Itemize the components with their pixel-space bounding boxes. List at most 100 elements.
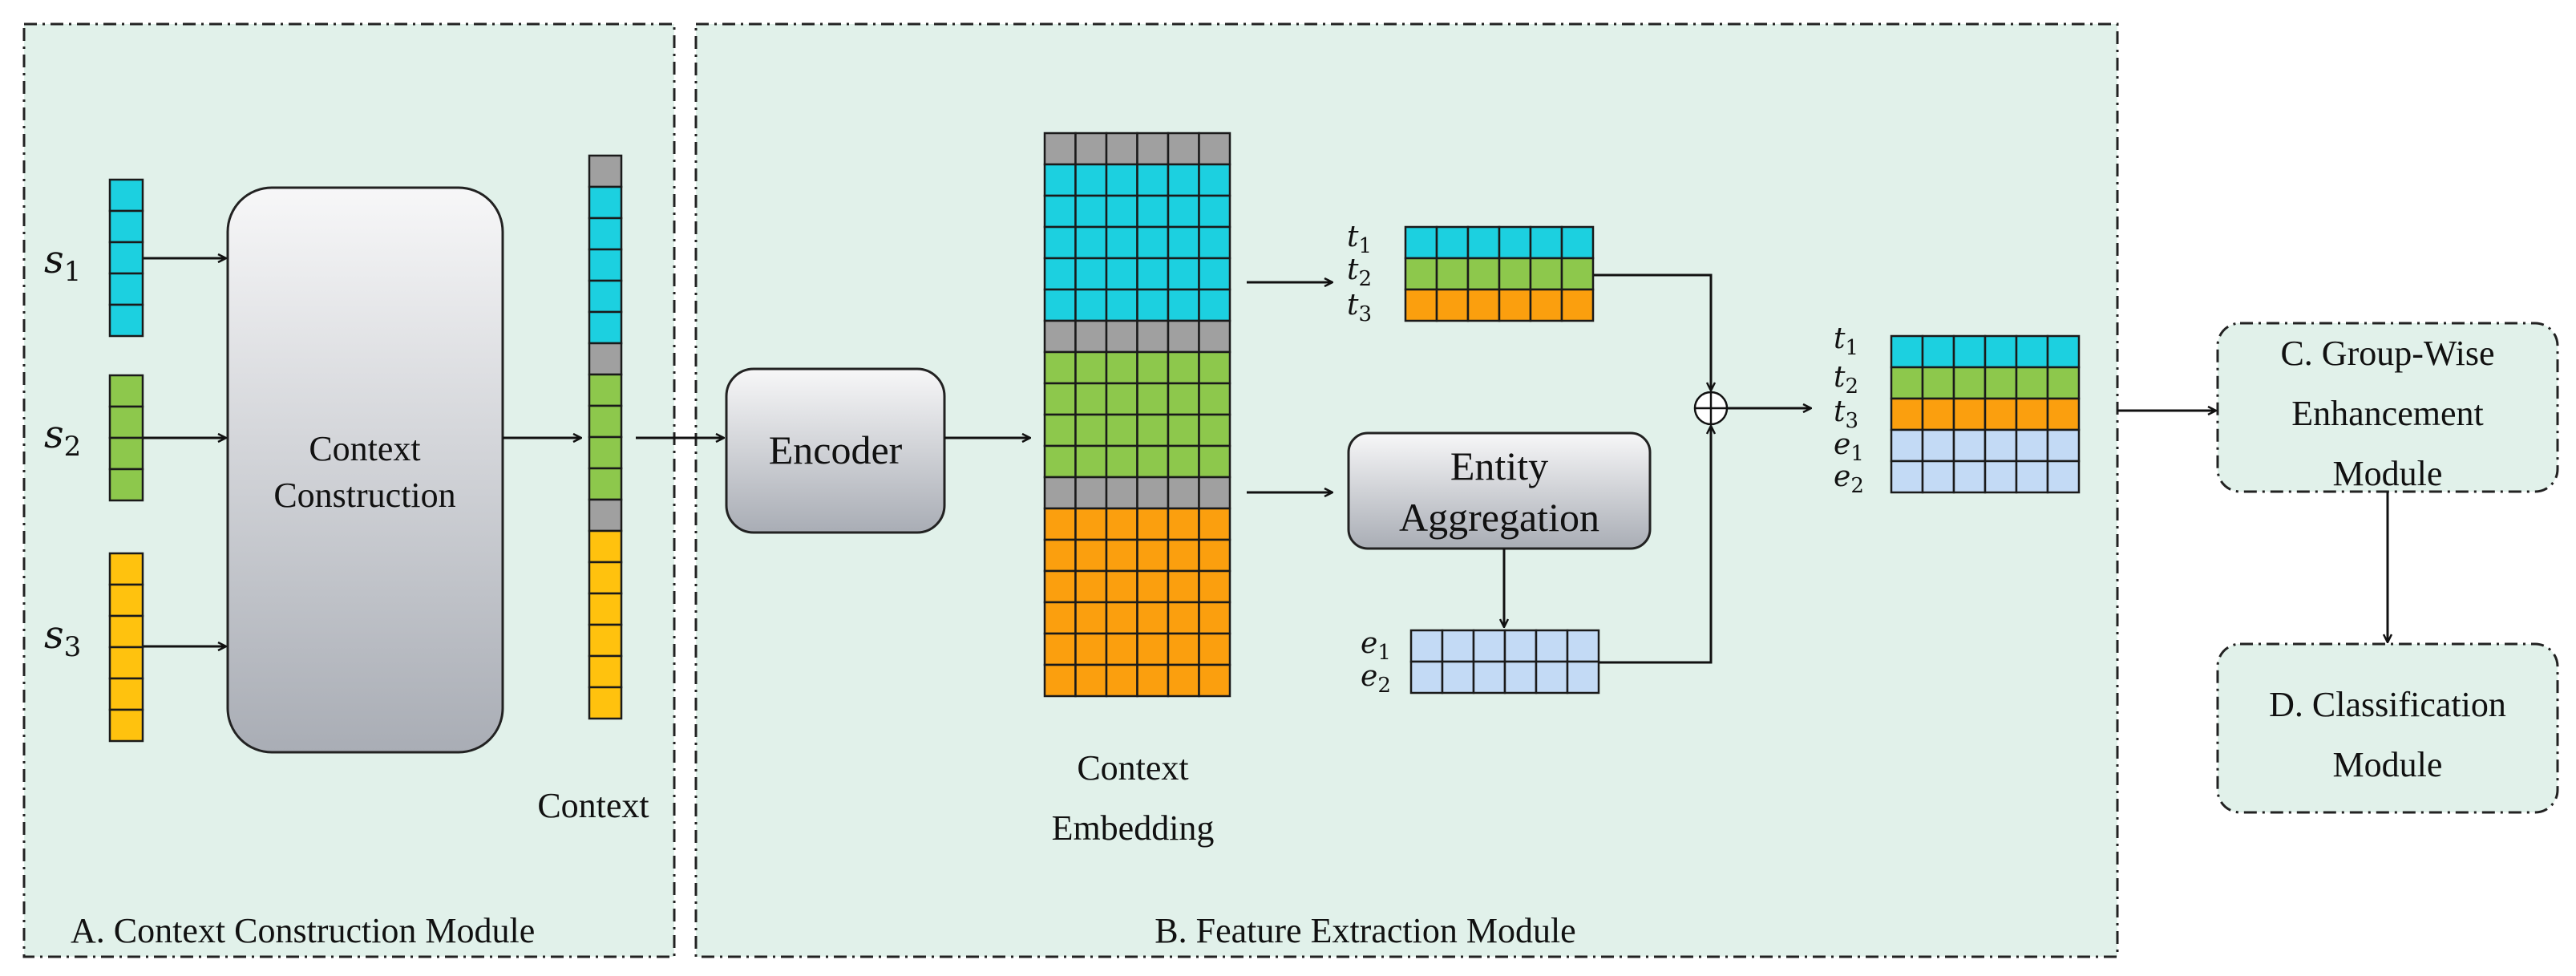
module-b-outline	[694, 22, 2119, 958]
entity-representations-cell	[1503, 660, 1538, 695]
svg-text:e1: e1	[1361, 627, 1391, 665]
context-embedding-matrix-cell	[1198, 288, 1231, 322]
combined-features	[1890, 334, 2081, 494]
entity-representations-cell	[1535, 629, 1569, 663]
context-embedding-matrix-cell	[1105, 476, 1138, 510]
symbol-e2-mid: e2	[1361, 660, 1391, 698]
context-embedding-matrix-cell	[1105, 538, 1138, 573]
context-embedding-matrix-cell	[1105, 632, 1138, 666]
combined-features-cell	[2015, 397, 2049, 431]
arrow-tokens-to-add	[1593, 273, 1711, 391]
context-embedding-matrix-cell	[1136, 538, 1170, 573]
context-tokens-cell	[588, 498, 623, 533]
svg-text:e1: e1	[1834, 428, 1864, 466]
token-representations-cell	[1404, 288, 1438, 322]
context-embedding-matrix-cell	[1074, 132, 1108, 166]
symbol-s2: s2	[44, 412, 81, 463]
context-embedding-matrix-cell	[1136, 476, 1170, 510]
context-embedding-matrix-cell	[1136, 194, 1170, 229]
sentence-s2-tokens-cell	[108, 405, 144, 439]
entity-representations-cell	[1566, 629, 1600, 663]
context-embedding-matrix-cell	[1136, 350, 1170, 385]
context-embedding-matrix-cell	[1043, 194, 1077, 229]
token-representations-cell	[1529, 288, 1563, 322]
sentence-s1-tokens	[108, 178, 144, 338]
context-embedding-matrix-cell	[1198, 663, 1231, 698]
token-representations-cell	[1529, 257, 1563, 291]
context-embedding-matrix-cell	[1074, 601, 1108, 635]
token-representations-cell	[1435, 257, 1470, 291]
sentence-s3-tokens-cell	[108, 614, 144, 649]
context-embedding-matrix-cell	[1043, 163, 1077, 197]
combined-features-cell	[2046, 428, 2081, 463]
context-embedding-matrix-cell	[1105, 163, 1138, 197]
context-embedding-matrix-cell	[1136, 163, 1170, 197]
context-tokens-cell	[588, 435, 623, 470]
token-representations-cell	[1404, 225, 1438, 260]
context-embedding-matrix-cell	[1167, 257, 1200, 291]
context-embedding-matrix-cell	[1043, 538, 1077, 573]
context-embedding-label-line1: Context	[1077, 748, 1188, 788]
token-representations-cell	[1435, 288, 1470, 322]
combined-features-cell	[2015, 334, 2049, 369]
entity-aggregation-node: Entity Aggregation	[1347, 431, 1652, 550]
module-c-label-line2: Enhancement	[2291, 394, 2483, 433]
entity-representations-cell	[1503, 629, 1538, 663]
context-embedding-matrix-cell	[1167, 538, 1200, 573]
token-representations-cell	[1529, 225, 1563, 260]
symbol-e2-out: e2	[1834, 460, 1864, 498]
combined-features-cell	[1984, 366, 2018, 400]
context-tokens-cell	[588, 154, 623, 188]
context-embedding-matrix-cell	[1136, 319, 1170, 354]
combined-features-cell	[1952, 397, 1987, 431]
combined-features-cell	[2046, 460, 2081, 494]
s3-base: s	[44, 613, 64, 658]
symbol-s1: s1	[44, 237, 81, 288]
context-embedding-matrix-cell	[1043, 601, 1077, 635]
context-tokens-cell	[588, 248, 623, 282]
svg-text:s3: s3	[44, 613, 81, 663]
entity-representations-cell	[1441, 629, 1475, 663]
context-embedding-matrix-cell	[1105, 225, 1138, 260]
context-embedding-matrix-cell	[1198, 382, 1231, 416]
context-embedding-matrix-cell	[1167, 632, 1200, 666]
context-embedding-matrix-cell	[1105, 382, 1138, 416]
context-embedding-matrix-cell	[1167, 382, 1200, 416]
symbol-e1-mid: e1	[1361, 627, 1391, 665]
token-representations-cell	[1435, 225, 1470, 260]
context-embedding-matrix-cell	[1074, 413, 1108, 448]
context-embedding-matrix-cell	[1198, 476, 1231, 510]
sentence-s2-tokens	[108, 374, 144, 502]
context-embedding-matrix-cell	[1043, 319, 1077, 354]
context-embedding-matrix-cell	[1136, 288, 1170, 322]
combined-features-cell	[1952, 460, 1987, 494]
svg-text:e2: e2	[1361, 660, 1391, 698]
encoder-label: Encoder	[769, 427, 903, 472]
context-embedding-matrix-cell	[1198, 569, 1231, 604]
context-embedding-matrix-cell	[1198, 163, 1231, 197]
add-operator	[1693, 391, 1729, 426]
context-tokens-cell	[588, 342, 623, 376]
entity-representations-cell	[1472, 629, 1506, 663]
context-tokens-cell	[588, 373, 623, 407]
sentence-s2-tokens-cell	[108, 436, 144, 471]
combined-features-cell	[1921, 460, 1955, 494]
context-embedding-matrix-cell	[1105, 350, 1138, 385]
context-embedding-matrix-cell	[1198, 444, 1231, 479]
entity-representations-cell	[1409, 629, 1444, 663]
context-embedding-matrix-cell	[1198, 257, 1231, 291]
entity-aggregation-label-line2: Aggregation	[1399, 495, 1599, 540]
context-embedding-matrix-cell	[1167, 663, 1200, 698]
context-embedding-label-line2: Embedding	[1052, 808, 1215, 848]
context-embedding-matrix-cell	[1105, 444, 1138, 479]
context-embedding-matrix-cell	[1167, 476, 1200, 510]
context-embedding-matrix-cell	[1136, 663, 1170, 698]
combined-features-cell	[1890, 428, 1924, 463]
context-embedding-matrix-cell	[1167, 444, 1200, 479]
context-construction-shape	[226, 186, 504, 754]
svg-text:t1: t1	[1347, 221, 1372, 258]
sentence-s3-tokens-cell	[108, 552, 144, 586]
token-representations-cell	[1560, 288, 1595, 322]
context-embedding-matrix-cell	[1074, 225, 1108, 260]
module-d-label-line2: Module	[2333, 745, 2443, 784]
